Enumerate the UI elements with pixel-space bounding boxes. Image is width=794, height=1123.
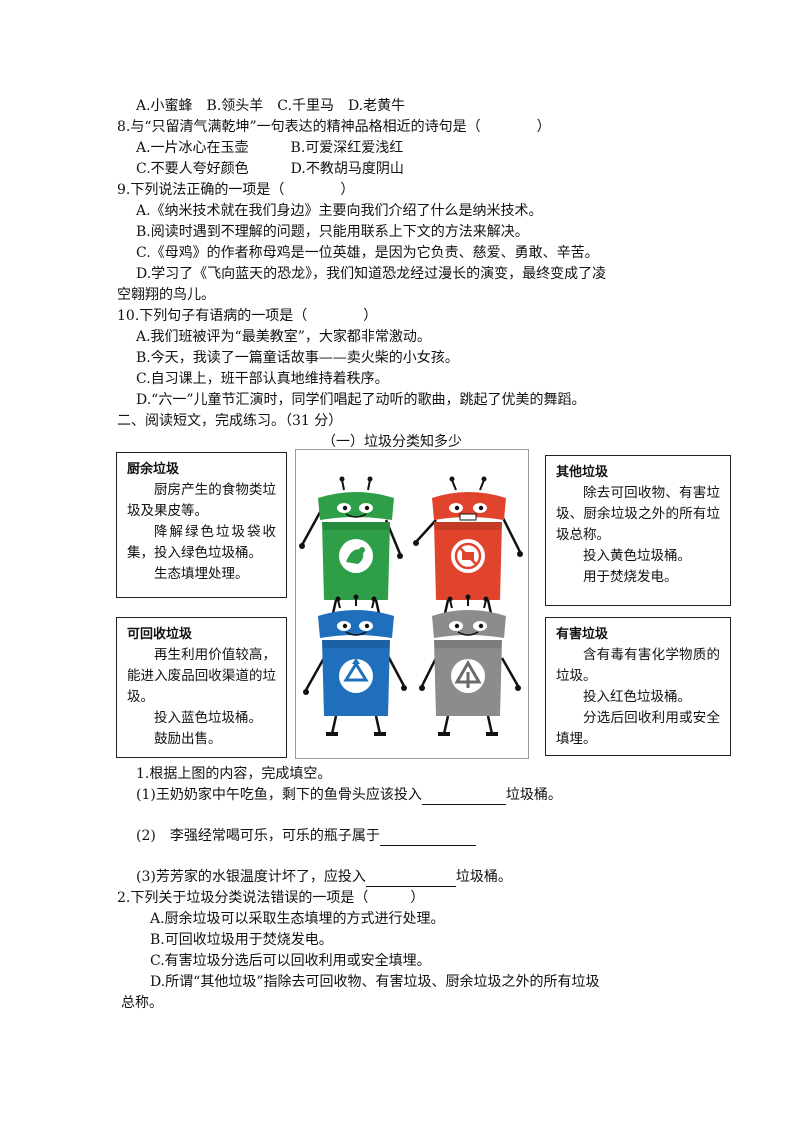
trash-bins-illustration bbox=[295, 449, 529, 759]
recyclable-waste-treat: 鼓励出售。 bbox=[154, 731, 222, 747]
q10-option-d: D.“六一”儿童节汇演时，同学们唱起了动听的歌曲，跳起了优美的舞蹈。 bbox=[136, 392, 586, 408]
section2-title: 二、阅读短文，完成练习。（31 分） bbox=[117, 413, 343, 429]
recycle-icon bbox=[339, 659, 373, 693]
passage-title: （一）垃圾分类知多少 bbox=[322, 434, 462, 450]
kitchen-waste-treat: 生态填埋处理。 bbox=[154, 566, 249, 582]
sub2-option-a: A.厨余垃圾可以采取生态填埋的方式进行处理。 bbox=[150, 911, 445, 927]
sub2-stem: 2.下列关于垃圾分类说法错误的一项是（ ） bbox=[117, 890, 425, 906]
q10-option-b: B.今天，我读了一篇童话故事——卖火柴的小女孩。 bbox=[136, 350, 459, 366]
green-bin-body bbox=[318, 492, 394, 520]
sub1-part2: (2) 李强经常喝可乐，可乐的瓶子属于 bbox=[136, 826, 476, 846]
hazardous-waste-desc: 含有毒有害化学物质的垃圾。 bbox=[556, 647, 720, 684]
other-waste-title: 其他垃圾 bbox=[556, 465, 609, 480]
sub2-option-c: C.有害垃圾分选后可以回收利用或安全填埋。 bbox=[150, 953, 431, 969]
sub2-option-d-cont: 总称。 bbox=[121, 995, 163, 1011]
hazardous-waste-treat: 分选后回收利用或安全填埋。 bbox=[556, 710, 720, 747]
recyclable-waste-title: 可回收垃圾 bbox=[127, 627, 193, 642]
hazardous-waste-title: 有害垃圾 bbox=[556, 627, 609, 642]
sub1-part2-text: (2) 李强经常喝可乐，可乐的瓶子属于 bbox=[136, 828, 380, 844]
gray-bin-lid bbox=[432, 610, 506, 638]
sub1-part3-text: (3)芳芳家的水银温度计坏了，应投入 bbox=[136, 869, 366, 885]
sub1-stem: 1.根据上图的内容，完成填空。 bbox=[136, 766, 332, 782]
q10-option-a: A.我们班被评为“最美教室”，大家都非常激动。 bbox=[136, 329, 431, 345]
other-waste-desc: 除去可回收物、有害垃圾、厨余垃圾之外的所有垃圾总称。 bbox=[556, 485, 720, 543]
q9-option-c: C.《母鸡》的作者称母鸡是一位英雄，是因为它负责、慈爱、勇敢、辛苦。 bbox=[136, 245, 599, 261]
hazardous-waste-collect: 投入红色垃圾桶。 bbox=[583, 689, 691, 705]
recyclable-waste-collect: 投入蓝色垃圾桶。 bbox=[154, 710, 262, 726]
q9-option-a: A.《纳米技术就在我们身边》主要向我们介绍了什么是纳米技术。 bbox=[136, 203, 543, 219]
other-waste-collect: 投入黄色垃圾桶。 bbox=[583, 548, 691, 564]
q8-stem: 8.与“只留清气满乾坤”一句表达的精神品格相近的诗句是（ ） bbox=[117, 119, 551, 135]
sub1-part3: (3)芳芳家的水银温度计坏了，应投入 垃圾桶。 bbox=[136, 867, 512, 887]
kitchen-waste-desc: 厨房产生的食物类垃圾及果皮等。 bbox=[127, 482, 276, 519]
gray-bin bbox=[419, 594, 521, 736]
sub1-part1: (1)王奶奶家中午吃鱼，剩下的鱼骨头应该投入 垃圾桶。 bbox=[136, 785, 562, 805]
q8-options-row2: C.不要人夸好颜色 D.不教胡马度阴山 bbox=[136, 161, 404, 177]
blue-bin-lid bbox=[318, 610, 394, 638]
q9-stem: 9.下列说法正确的一项是（ ） bbox=[117, 182, 355, 198]
q9-option-b: B.阅读时遇到不理解的问题，只能用联系上下文的方法来解决。 bbox=[136, 224, 529, 240]
sub1-part1-text: (1)王奶奶家中午吃鱼，剩下的鱼骨头应该投入 bbox=[136, 787, 422, 803]
sub1-part2-blank[interactable] bbox=[379, 829, 476, 846]
blue-bin bbox=[303, 594, 407, 736]
red-bin-lid bbox=[432, 492, 506, 520]
q8-options-row1: A.一片冰心在玉壶 B.可爱深红爱浅红 bbox=[136, 140, 404, 156]
sub1-part1-suffix: 垃圾桶。 bbox=[505, 787, 562, 803]
kitchen-waste-collect: 降解绿色垃圾袋收集，投入绿色垃圾桶。 bbox=[127, 524, 276, 561]
kitchen-waste-box: 厨余垃圾 厨房产生的食物类垃圾及果皮等。 降解绿色垃圾袋收集，投入绿色垃圾桶。 … bbox=[116, 452, 287, 598]
sub1-part3-blank[interactable] bbox=[365, 870, 456, 887]
recyclable-waste-box: 可回收垃圾 再生利用价值较高，能进入废品回收渠道的垃圾。 投入蓝色垃圾桶。 鼓励… bbox=[116, 617, 287, 758]
q10-stem: 10.下列句子有语病的一项是（ ） bbox=[117, 308, 378, 324]
other-waste-treat: 用于焚烧发电。 bbox=[583, 569, 678, 585]
green-bin bbox=[299, 476, 403, 620]
sub1-part3-suffix: 垃圾桶。 bbox=[455, 869, 512, 885]
q9-option-d: D.学习了《飞向蓝天的恐龙》，我们知道恐龙经过漫长的演变，最终变成了凌 bbox=[136, 266, 607, 282]
sub2-option-d: D.所谓“其他垃圾”指除去可回收物、有害垃圾、厨余垃圾之外的所有垃圾 bbox=[150, 974, 600, 990]
q7-options: A.小蜜蜂 B.领头羊 C.千里马 D.老黄牛 bbox=[136, 98, 406, 114]
q10-option-c: C.自习课上，班干部认真地维持着秩序。 bbox=[136, 371, 389, 387]
hazardous-waste-box: 有害垃圾 含有毒有害化学物质的垃圾。 投入红色垃圾桶。 分选后回收利用或安全填埋… bbox=[545, 617, 731, 756]
recyclable-waste-desc: 再生利用价值较高，能进入废品回收渠道的垃圾。 bbox=[127, 647, 276, 705]
sub2-option-b: B.可回收垃圾用于焚烧发电。 bbox=[150, 932, 333, 948]
red-bin bbox=[413, 476, 523, 620]
sub1-part1-blank[interactable] bbox=[421, 788, 506, 805]
q9-option-d-cont: 空翱翔的鸟儿。 bbox=[117, 287, 215, 303]
kitchen-waste-title: 厨余垃圾 bbox=[127, 462, 180, 477]
other-waste-box: 其他垃圾 除去可回收物、有害垃圾、厨余垃圾之外的所有垃圾总称。 投入黄色垃圾桶。… bbox=[545, 455, 731, 606]
